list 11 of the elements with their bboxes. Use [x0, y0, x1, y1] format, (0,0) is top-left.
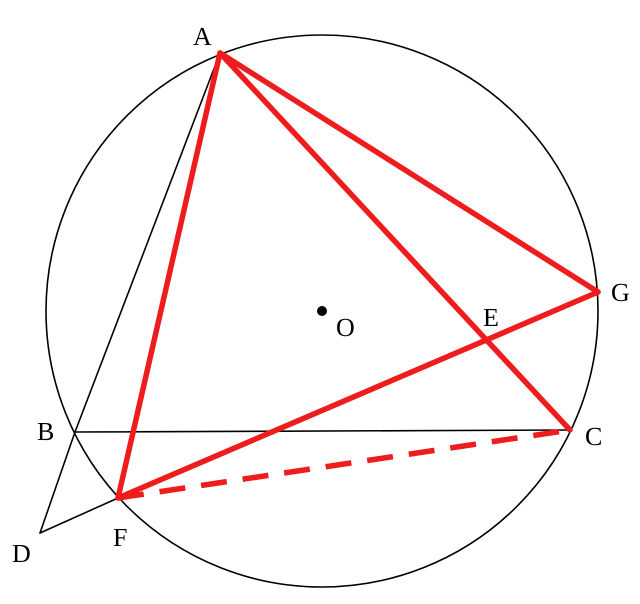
point-label: G	[611, 280, 630, 306]
point-label: A	[193, 24, 212, 50]
line-segment	[115, 289, 601, 501]
point-label: F	[113, 525, 128, 551]
point-label: C	[585, 424, 602, 450]
point-label: E	[483, 305, 499, 331]
point-label: O	[336, 315, 355, 341]
point-label: B	[37, 419, 54, 445]
line-segment	[39, 497, 119, 534]
line-segment	[39, 431, 76, 534]
point-label: D	[12, 541, 31, 567]
